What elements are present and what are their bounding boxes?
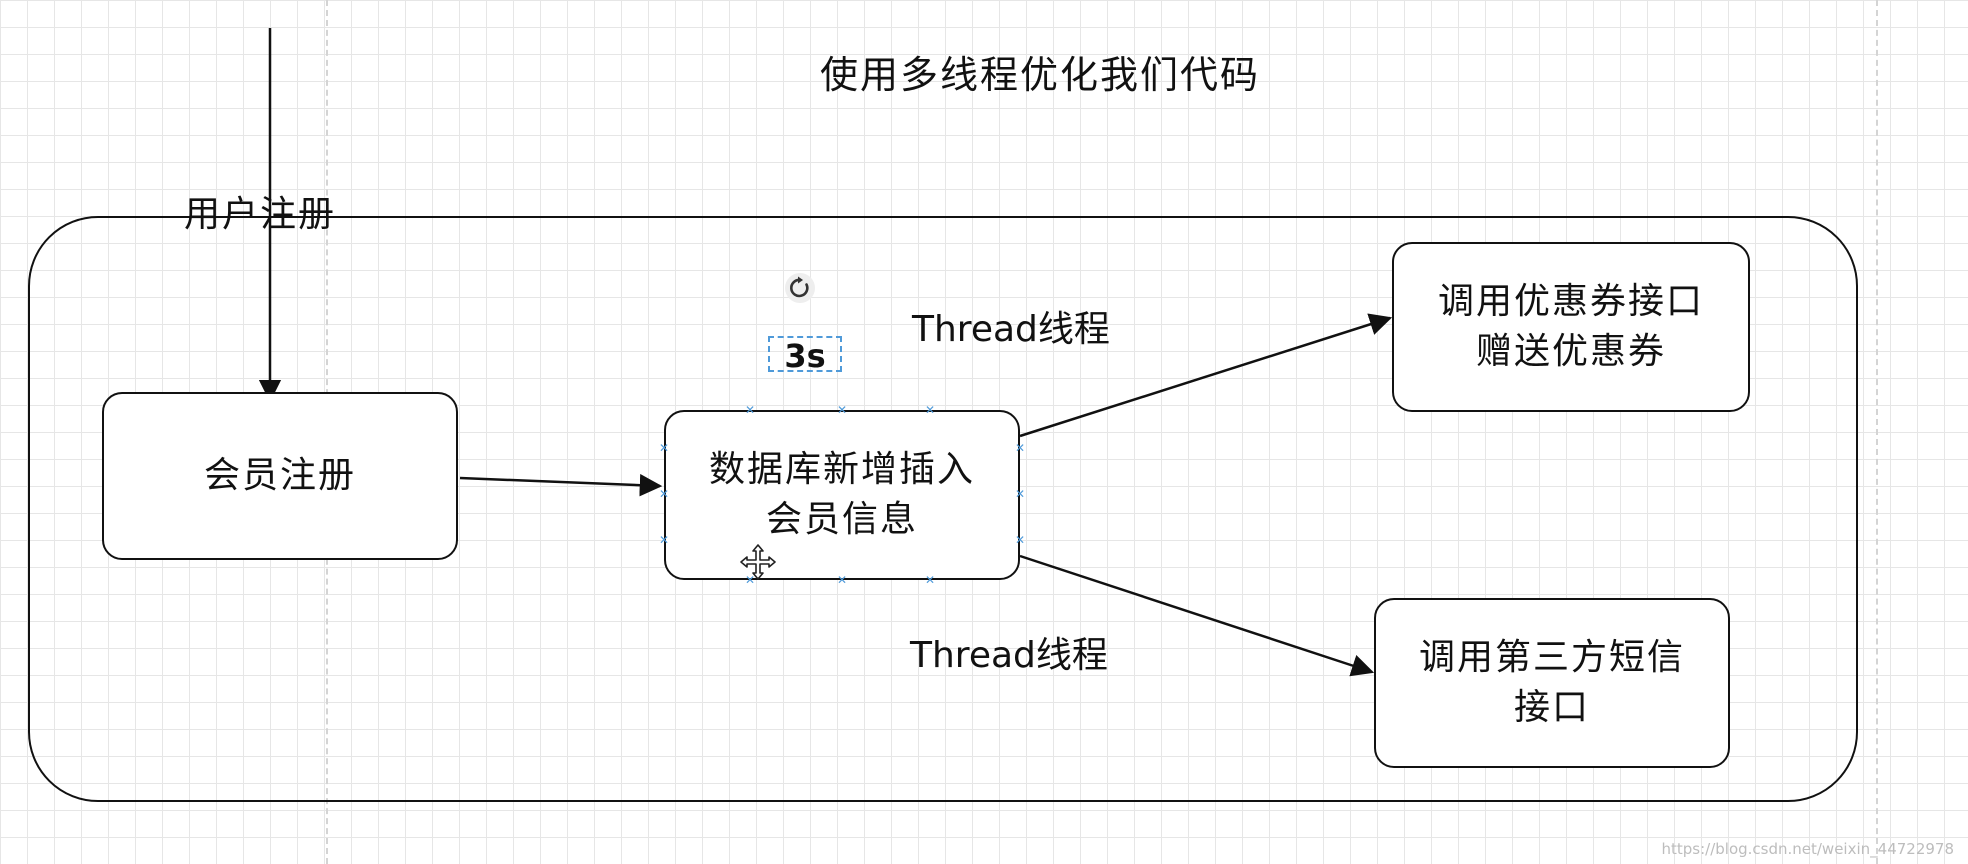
- selection-handle-top-right[interactable]: ✕: [924, 403, 936, 417]
- arrow-db-to-sms: [1019, 554, 1375, 677]
- delay-label[interactable]: 3s: [768, 336, 842, 374]
- selection-handle-right-top[interactable]: ✕: [1014, 441, 1026, 455]
- process-group-container[interactable]: [28, 216, 1858, 802]
- edge-label-thread-top: Thread线程: [912, 309, 1110, 350]
- node-coupon-api[interactable]: 调用优惠券接口 赠送优惠券: [1392, 242, 1750, 412]
- node-sms-api[interactable]: 调用第三方短信 接口: [1374, 598, 1730, 768]
- guide-line-right: [1876, 0, 1878, 864]
- diagram-title: 使用多线程优化我们代码: [819, 53, 1260, 97]
- rotate-icon[interactable]: [784, 272, 816, 304]
- arrow-member-to-db: [459, 473, 663, 497]
- selection-handle-left-mid[interactable]: ✕: [658, 487, 670, 501]
- selection-handle-right-mid[interactable]: ✕: [1014, 487, 1026, 501]
- selection-handle-bottom-right[interactable]: ✕: [924, 573, 936, 587]
- node-coupon-api-label: 调用优惠券接口 赠送优惠券: [1437, 280, 1704, 372]
- node-sms-api-label: 调用第三方短信 接口: [1418, 636, 1685, 728]
- move-icon[interactable]: [738, 542, 778, 582]
- selection-handle-right-bottom[interactable]: ✕: [1014, 533, 1026, 547]
- selection-handle-left-top[interactable]: ✕: [658, 441, 670, 455]
- selection-handle-left-bottom[interactable]: ✕: [658, 533, 670, 547]
- watermark: https://blog.csdn.net/weixin_44722978: [1661, 840, 1954, 858]
- selection-handle-top-left[interactable]: ✕: [744, 403, 756, 417]
- node-db-insert[interactable]: 数据库新增插入 会员信息: [664, 410, 1020, 580]
- node-db-insert-label: 数据库新增插入 会员信息: [708, 448, 975, 540]
- edge-label-thread-bottom: Thread线程: [910, 635, 1108, 676]
- node-member-register-label: 会员注册: [203, 454, 356, 496]
- node-member-register[interactable]: 会员注册: [102, 392, 458, 560]
- selection-handle-bottom-mid[interactable]: ✕: [836, 573, 848, 587]
- arrow-db-to-coupon: [1019, 313, 1393, 438]
- entry-label: 用户注册: [184, 194, 337, 235]
- selection-handle-bottom-left[interactable]: ✕: [744, 573, 756, 587]
- selection-handle-top-mid[interactable]: ✕: [836, 403, 848, 417]
